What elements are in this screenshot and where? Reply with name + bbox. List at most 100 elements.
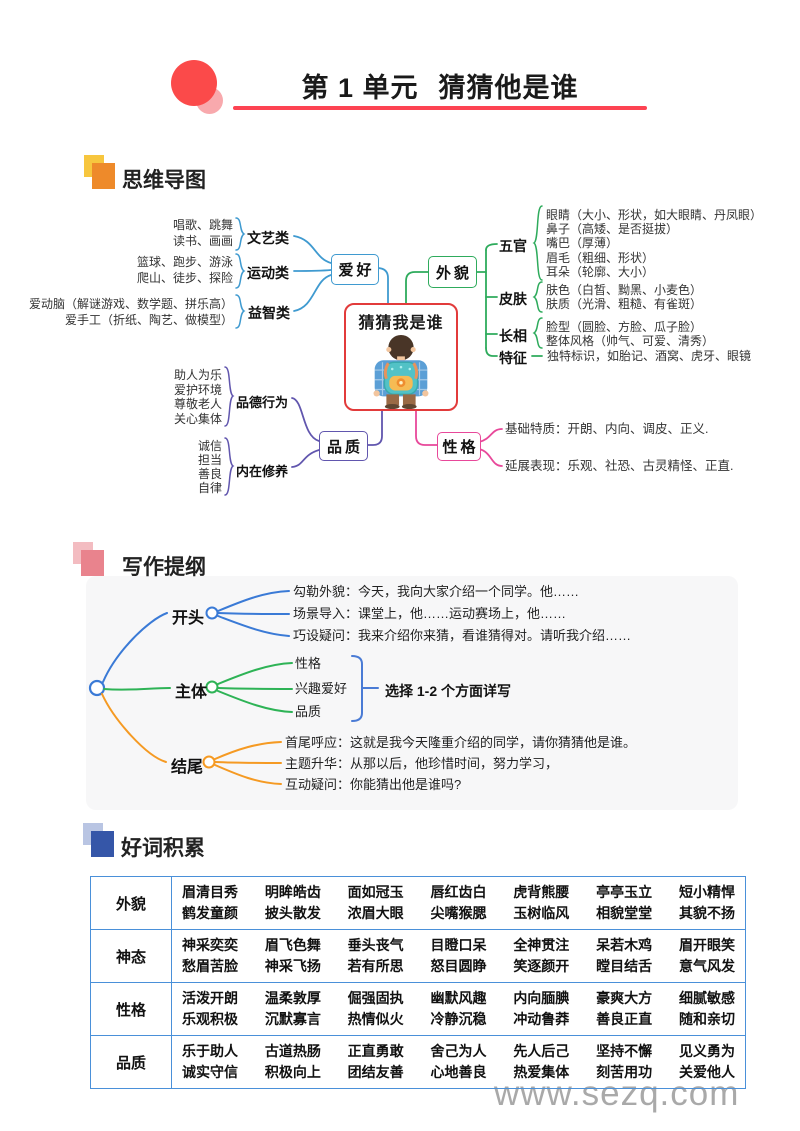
appearance-item: 耳朵（轮廓、大小） (546, 265, 655, 279)
word-pair: 目瞪口呆怒目圆睁 (430, 937, 487, 974)
appearance-group-label: 五官 (499, 238, 527, 254)
page-title: 第 1 单元 猜猜他是谁 (233, 66, 647, 105)
word-pair: 倔强固执热情似火 (347, 990, 404, 1027)
word-pair: 舍己为人心地善良 (430, 1043, 487, 1080)
title-underline (233, 106, 647, 110)
outline-panel (86, 576, 738, 810)
outline-item: 巧设疑问：我来介绍你来猜，看谁猜得对。请听我介绍…… (293, 628, 632, 643)
hobby-item: 唱歌、跳舞 (172, 218, 233, 232)
table-row: 神态 神采奕奕愁眉苦脸 眉飞色舞神采飞扬 垂头丧气若有所思 目瞪口呆怒目圆睁 全… (90, 929, 746, 983)
word-pair: 明眸皓齿披头散发 (264, 884, 321, 921)
word-pair: 神采奕奕愁眉苦脸 (182, 937, 238, 974)
quality-item: 担当 (197, 453, 222, 467)
quality-item: 助人为乐 (173, 368, 222, 382)
word-pair: 细腻敏感随和亲切 (678, 990, 735, 1027)
unit-number: 第 1 单元 (301, 73, 419, 103)
word-pair: 短小精悍其貌不扬 (678, 884, 735, 921)
center-node-title: 猜猜我是谁 (358, 315, 444, 332)
outline-body-note: 选择 1-2 个方面详写 (385, 683, 512, 699)
outline-item: 主题升华：从那以后，他珍惜时间，努力学习， (285, 756, 559, 771)
word-pair: 唇红齿白尖嘴猴腮 (430, 884, 487, 921)
word-pair: 正直勇敢团结友善 (347, 1043, 404, 1080)
header-accent-circle (171, 60, 217, 106)
appearance-item: 肤质（光滑、粗糙、有雀斑） (546, 297, 703, 311)
word-pair: 活泼开朗乐观积极 (182, 990, 238, 1027)
outline-item: 首尾呼应：这就是我今天隆重介绍的同学，请你猜猜他是谁。 (285, 735, 637, 750)
word-pair: 眉飞色舞神采飞扬 (264, 937, 321, 974)
appearance-node: 外貌 (428, 256, 477, 288)
outline-ending-label: 结尾 (171, 759, 204, 776)
word-pair: 呆若木鸡瞠目结舌 (596, 937, 653, 974)
outline-section-title: 写作提纲 (122, 556, 206, 579)
table-row: 外貌 眉清目秀鹤发童颜 明眸皓齿披头散发 面如冠玉浓眉大眼 唇红齿白尖嘴猴腮 虎… (90, 876, 746, 930)
word-pair: 豪爽大方善良正直 (596, 990, 653, 1027)
appearance-item: 肤色（白皙、黝黑、小麦色） (546, 283, 703, 297)
appearance-branch-lines (405, 205, 543, 357)
quality-item: 爱护环境 (173, 383, 222, 397)
outline-ending-lines (101, 693, 282, 785)
word-pair: 虎背熊腰玉树临风 (513, 884, 570, 921)
row-label: 品质 (90, 1035, 172, 1089)
word-pair: 全神贯注笑逐颜开 (513, 937, 570, 974)
hobby-item: 读书、画画 (172, 234, 233, 248)
quality-item: 善良 (197, 467, 222, 481)
word-pair: 温柔敦厚沉默寡言 (264, 990, 321, 1027)
word-pair: 乐于助人诚实守信 (182, 1043, 238, 1080)
quality-group-label: 内在修养 (236, 464, 289, 479)
word-pair: 眉开眼笑意气风发 (678, 937, 735, 974)
outline-body-lines (103, 662, 293, 713)
word-pair: 见义勇为关爱他人 (678, 1043, 735, 1080)
boy-illustration (373, 334, 429, 409)
appearance-item: 独特标识，如胎记、酒窝、虎牙、眼镜 (547, 349, 752, 363)
body-bracket (351, 655, 379, 722)
hobby-item: 篮球、跑步、游泳 (136, 255, 233, 269)
personality-branch-lines (415, 410, 503, 467)
quality-item: 诚信 (197, 439, 222, 453)
appearance-group-label: 长相 (499, 328, 527, 344)
word-pair: 垂头丧气若有所思 (347, 937, 404, 974)
hobby-item: 爱手工（折纸、陶艺、做模型） (64, 313, 233, 327)
words-section-title: 好词积累 (121, 837, 205, 860)
hobby-item: 爱动脑（解谜游戏、数学题、拼乐高） (28, 297, 233, 311)
outline-body-label: 主体 (175, 684, 208, 701)
mindmap-section-title: 思维导图 (122, 169, 206, 192)
row-label: 性格 (90, 982, 172, 1036)
personality-item: 延展表现：乐观、社恐、古灵精怪、正直. (505, 459, 734, 473)
personality-node: 性格 (437, 432, 481, 461)
unit-name: 猜猜他是谁 (438, 73, 579, 103)
row-label: 外貌 (90, 876, 172, 930)
hobby-group-label: 文艺类 (247, 230, 289, 246)
word-pair: 亭亭玉立相貌堂堂 (596, 884, 653, 921)
hobby-group-label: 益智类 (248, 305, 290, 321)
outline-beginning-lines (88, 590, 290, 697)
appearance-item: 脸型（圆脸、方脸、瓜子脸） (546, 320, 703, 334)
hobby-node: 爱好 (331, 254, 379, 285)
word-pair: 古道热肠积极向上 (264, 1043, 321, 1080)
outline-item: 场景导入：课堂上，他……运动赛场上，他…… (293, 606, 567, 621)
hobby-group-label: 运动类 (247, 265, 289, 281)
outline-item: 品质 (295, 704, 322, 719)
appearance-group-label: 皮肤 (499, 291, 527, 307)
table-row: 品质 乐于助人诚实守信 古道热肠积极向上 正直勇敢团结友善 舍己为人心地善良 先… (90, 1035, 746, 1089)
word-pair: 内向腼腆冲动鲁莽 (513, 990, 570, 1027)
mindmap-section-icon (92, 163, 115, 189)
center-node: 猜猜我是谁 (344, 303, 458, 411)
quality-item: 尊敬老人 (173, 397, 222, 411)
outline-item: 互动疑问：你能猜出他是谁吗? (285, 777, 462, 792)
word-pair: 眉清目秀鹤发童颜 (182, 884, 238, 921)
word-pair: 面如冠玉浓眉大眼 (347, 884, 404, 921)
outline-section-icon (81, 550, 104, 576)
word-pair: 幽默风趣冷静沉稳 (430, 990, 487, 1027)
row-label: 神态 (90, 929, 172, 983)
quality-group-label: 品德行为 (236, 395, 289, 410)
appearance-item: 眉毛（粗细、形状） (546, 251, 655, 265)
outline-item: 勾勒外貌：今天，我向大家介绍一个同学。他…… (293, 584, 580, 599)
appearance-group-label: 特征 (499, 350, 527, 366)
quality-item: 关心集体 (173, 412, 222, 426)
quality-branch-lines (224, 366, 383, 496)
words-section-icon (91, 831, 114, 857)
appearance-item: 嘴巴（厚薄） (546, 236, 619, 250)
personality-item: 基础特质：开朗、内向、调皮、正义. (505, 422, 709, 436)
